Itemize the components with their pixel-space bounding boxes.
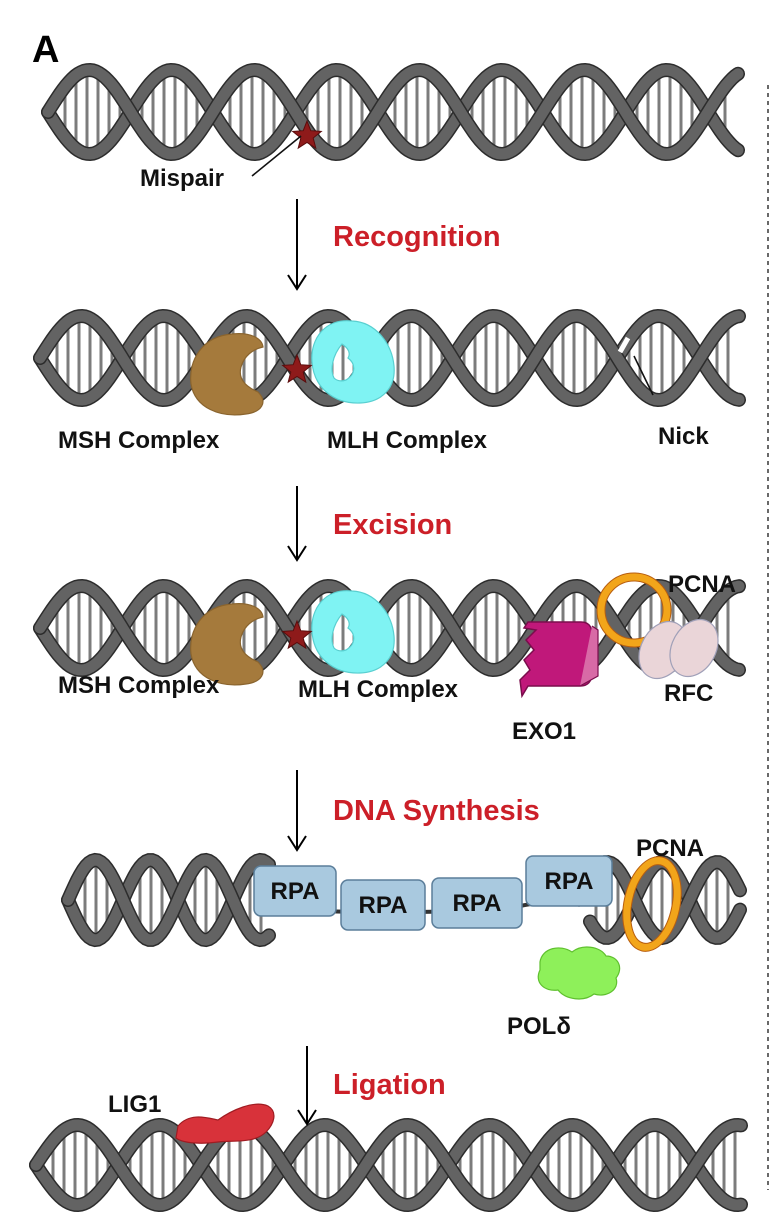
- lig1-label: LIG1: [108, 1091, 161, 1118]
- msh-complex-label-1: MSH Complex: [58, 427, 220, 454]
- lig1-shape: [175, 1103, 275, 1144]
- panel-label: A: [32, 29, 59, 71]
- rpa-box-1: RPA: [253, 865, 337, 917]
- pcna-label-2: PCNA: [636, 835, 704, 862]
- nick-pointer: [633, 355, 654, 396]
- rpa-label-2: RPA: [359, 892, 408, 919]
- dna-helix-5: [29, 1117, 748, 1213]
- rfc-label: RFC: [664, 680, 713, 707]
- step-dna-synthesis: DNA Synthesis: [333, 795, 540, 827]
- rpa-label-4: RPA: [545, 868, 594, 895]
- mispair-star-2: [281, 353, 313, 384]
- mlh-complex-shape-2: [311, 590, 395, 674]
- dna-strand-2: [34, 310, 745, 406]
- pcna-ring-2: [622, 856, 682, 952]
- pol-delta-label: POLδ: [507, 1013, 571, 1040]
- msh-complex-shape: [190, 333, 264, 416]
- dna-helix-4-left: [61, 852, 276, 948]
- pcna-ring-1: [596, 572, 672, 648]
- dna-strand-2: [42, 64, 744, 160]
- step-recognition: Recognition: [333, 221, 501, 253]
- rpa-box-2: RPA: [340, 879, 426, 931]
- rpa-label-1: RPA: [271, 878, 320, 905]
- step-excision: Excision: [333, 509, 452, 541]
- msh-complex-label-2: MSH Complex: [58, 672, 220, 699]
- mlh-complex-label-1: MLH Complex: [327, 427, 488, 454]
- dna-strand-2: [62, 854, 275, 946]
- nick-gap: [617, 336, 631, 354]
- mlh-complex-label-2: MLH Complex: [298, 676, 459, 703]
- exo1-shape: [519, 621, 599, 699]
- mispair-label: Mispair: [140, 165, 224, 192]
- msh-complex-shape-2: [190, 603, 264, 686]
- step-ligation: Ligation: [333, 1069, 446, 1101]
- dna-helix-1: [41, 62, 745, 162]
- pcna-label-1: PCNA: [668, 571, 736, 598]
- dna-strand-2: [34, 580, 745, 676]
- mispair-pointer: [251, 135, 302, 177]
- rpa-box-4: RPA: [525, 855, 613, 907]
- rpa-label-3: RPA: [453, 890, 502, 917]
- dna-strand-1: [30, 1119, 747, 1211]
- pol-delta-shape: [537, 946, 621, 1000]
- rpa-box-3: RPA: [431, 877, 523, 929]
- mispair-star: [291, 119, 323, 150]
- exo1-label: EXO1: [512, 718, 576, 745]
- mispair-star-3: [281, 619, 313, 650]
- mlh-complex-shape: [311, 320, 395, 404]
- nick-label: Nick: [658, 423, 709, 450]
- rfc-shape: [638, 618, 719, 680]
- dna-strand-2: [30, 1119, 747, 1211]
